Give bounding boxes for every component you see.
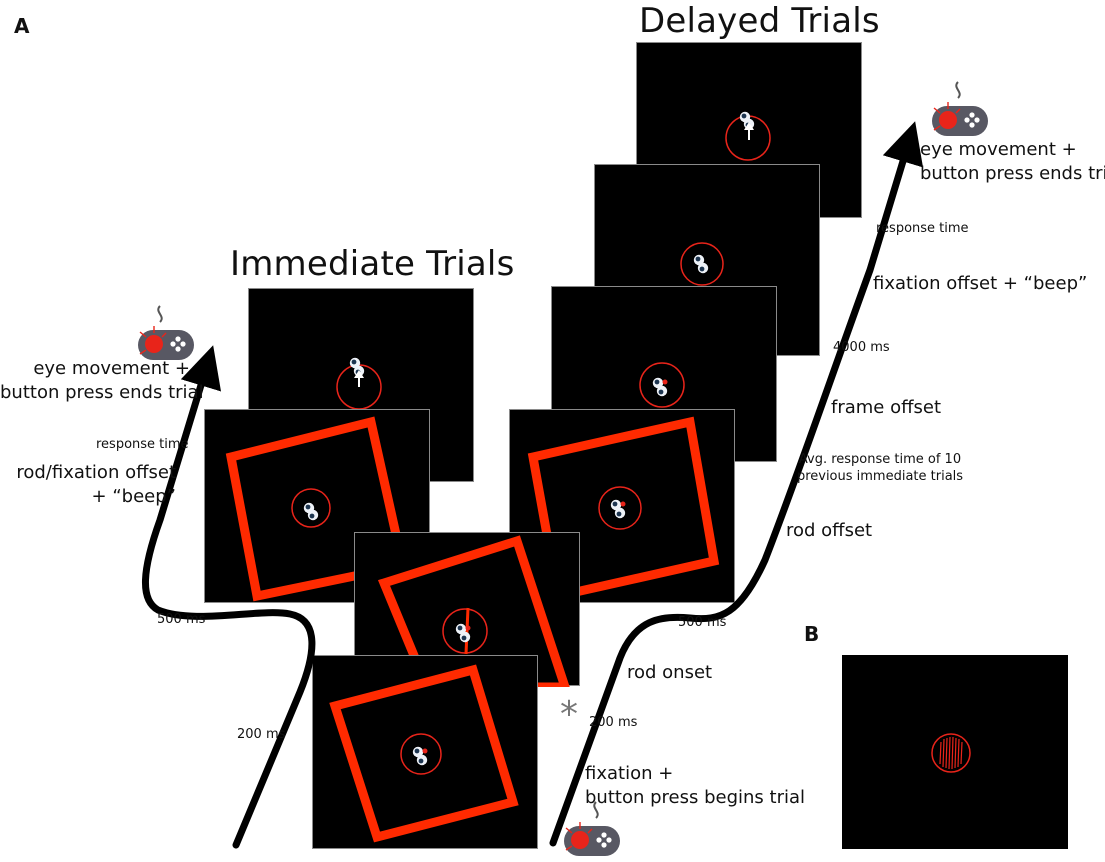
panel-b-screen	[842, 655, 1068, 849]
delayed-screen-frame-offset-graphic	[639, 362, 685, 408]
fixation-circle	[400, 733, 442, 775]
immediate-response-label: eye movement + button press ends trial	[0, 358, 204, 403]
rod-line	[464, 607, 470, 655]
asterisk-marker: *	[560, 694, 578, 735]
delayed-timeline-arrow	[549, 121, 924, 847]
masking-circle	[931, 733, 971, 773]
fixation-circle	[639, 362, 685, 408]
delayed-screen-response-graphic	[725, 111, 771, 161]
rod-onset-label: rod onset	[627, 662, 713, 683]
immediate-timeline-arrow	[141, 345, 316, 849]
eye-icon	[349, 357, 365, 377]
eye-icon	[652, 377, 668, 397]
arrow-icon	[354, 370, 364, 387]
immediate-screen-response-graphic	[336, 357, 382, 410]
delayed-avg-response: Avg. response time of 10 previous immedi…	[796, 452, 964, 484]
delayed-response-label: eye movement + button press ends trial	[920, 139, 1105, 184]
frame-onset-screen	[312, 655, 538, 849]
arrow-icon	[744, 122, 754, 140]
eye-icon	[455, 623, 471, 643]
panel-b-screen-graphic	[931, 733, 971, 773]
gamepad-icon	[138, 305, 194, 360]
delayed-500ms: 500 ms	[678, 615, 727, 630]
eye-icon	[412, 746, 428, 766]
immediate-response-time: response time	[96, 437, 189, 452]
panel-label-b: B	[804, 622, 820, 646]
delayed-fixation-offset: fixation offset + “beep”	[873, 273, 1088, 294]
delayed-screen-fixation-offset-graphic	[680, 242, 724, 286]
immediate-200ms: 200 ms	[237, 727, 286, 742]
delayed-frame-offset: frame offset	[831, 397, 942, 418]
frame-onset-screen-graphic	[329, 664, 519, 843]
immediate-500ms: 500 ms	[157, 612, 206, 627]
delayed-rod-offset: rod offset	[786, 520, 873, 541]
delayed-4000ms: 4000 ms	[833, 340, 890, 355]
fixation-circle	[598, 486, 642, 530]
gamepad-icon	[932, 81, 988, 136]
eye-icon	[610, 499, 626, 519]
delayed-response-time: response time	[876, 221, 969, 236]
panel-label-a: A	[14, 14, 30, 38]
tilted-frame	[329, 664, 519, 843]
shared-200ms: 200 ms	[589, 715, 638, 730]
fixation-circle	[291, 488, 331, 528]
fixation-circle	[680, 242, 724, 286]
gamepad-icon	[564, 801, 620, 856]
eye-icon	[693, 254, 709, 274]
fixation-begin-label: fixation + button press begins trial	[585, 763, 805, 808]
delayed-trials-title: Delayed Trials	[639, 1, 880, 41]
eye-icon	[303, 502, 319, 521]
grating-pattern	[939, 736, 963, 770]
immediate-offset-label: rod/fixation offset + “beep”	[16, 462, 176, 507]
immediate-trials-title: Immediate Trials	[230, 244, 515, 284]
